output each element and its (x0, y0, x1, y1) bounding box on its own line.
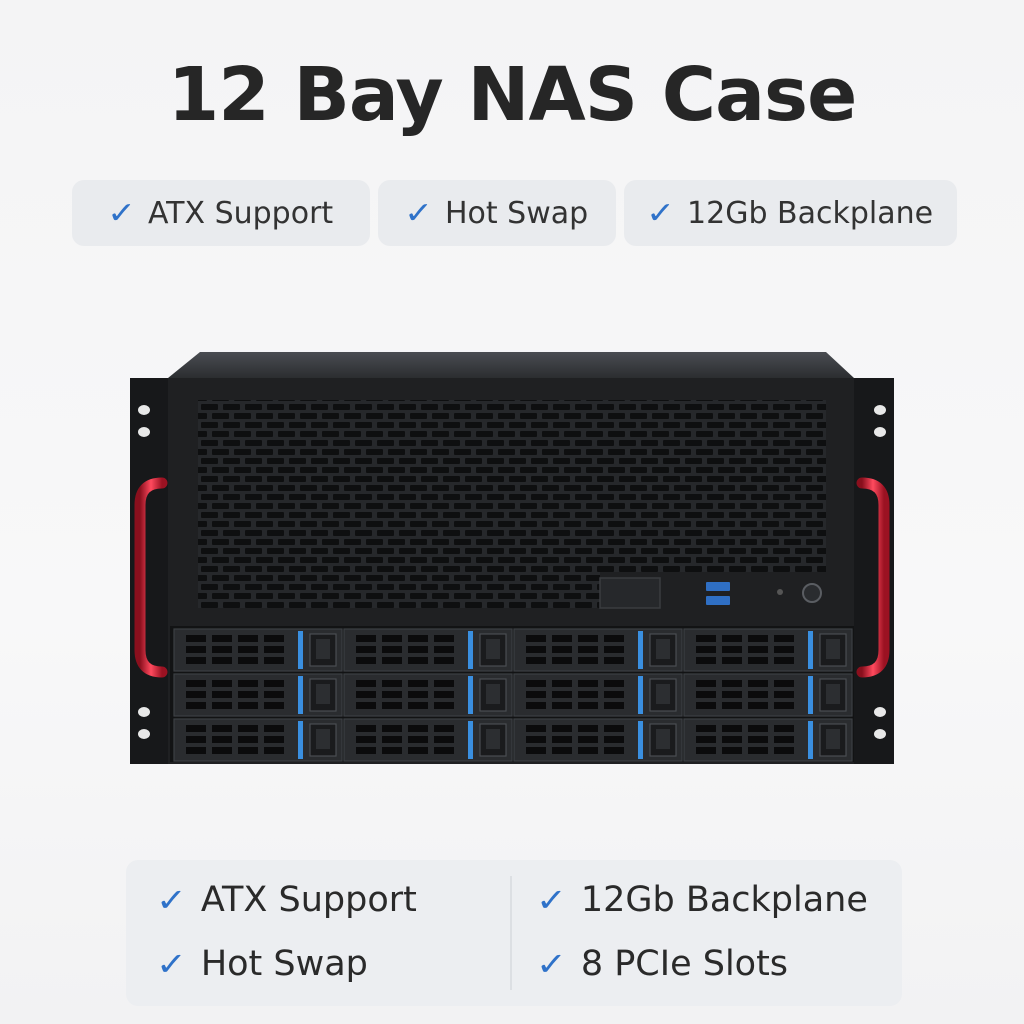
checkmark-icon: ✓ (535, 945, 567, 983)
usb-port (706, 596, 730, 605)
feature-hot-swap: ✓Hot Swap (155, 944, 368, 984)
display-panel (599, 577, 661, 609)
feature-pill-hot-swap: ✓ Hot Swap (378, 180, 616, 246)
feature-label: Hot Swap (444, 195, 589, 231)
drive-bays (173, 628, 853, 762)
drive-led-icon (808, 676, 813, 714)
chassis-top (168, 352, 854, 378)
handle-left (134, 477, 168, 678)
feature-panel: ✓ATX Support ✓Hot Swap ✓12Gb Backplane ✓… (126, 860, 902, 1006)
feature-pill-atx: ✓ ATX Support (72, 180, 370, 246)
divider (510, 876, 512, 990)
checkmark-icon: ✓ (535, 881, 567, 919)
drive-led-icon (468, 721, 473, 759)
checkmark-icon: ✓ (403, 195, 433, 231)
drive-led-icon (468, 631, 473, 669)
drive-led-icon (298, 721, 303, 759)
checkmark-icon: ✓ (155, 881, 187, 919)
handle-right (856, 477, 890, 678)
drive-led-icon (808, 631, 813, 669)
checkmark-icon: ✓ (106, 195, 136, 231)
checkmark-icon: ✓ (646, 195, 675, 231)
feature-pill-backplane: ✓ 12Gb Backplane (624, 180, 957, 246)
drive-led-icon (298, 676, 303, 714)
feature-atx-support: ✓ATX Support (155, 880, 417, 920)
status-led (777, 589, 783, 595)
drive-led-icon (638, 631, 643, 669)
checkmark-icon: ✓ (155, 945, 187, 983)
feature-label: 12Gb Backplane (687, 195, 934, 231)
drive-led-icon (638, 721, 643, 759)
feature-pcie-slots: ✓8 PCIe Slots (535, 944, 789, 984)
usb-port (706, 582, 730, 591)
rack-holes (138, 405, 886, 739)
drive-led-icon (298, 631, 303, 669)
drive-led-icon (638, 676, 643, 714)
feature-12gb-backplane: ✓12Gb Backplane (535, 880, 868, 920)
drive-led-icon (808, 721, 813, 759)
feature-label: ATX Support (147, 195, 334, 231)
drive-led-icon (468, 676, 473, 714)
page-title: 12 Bay NAS Case (167, 52, 858, 138)
power-button (802, 583, 822, 603)
